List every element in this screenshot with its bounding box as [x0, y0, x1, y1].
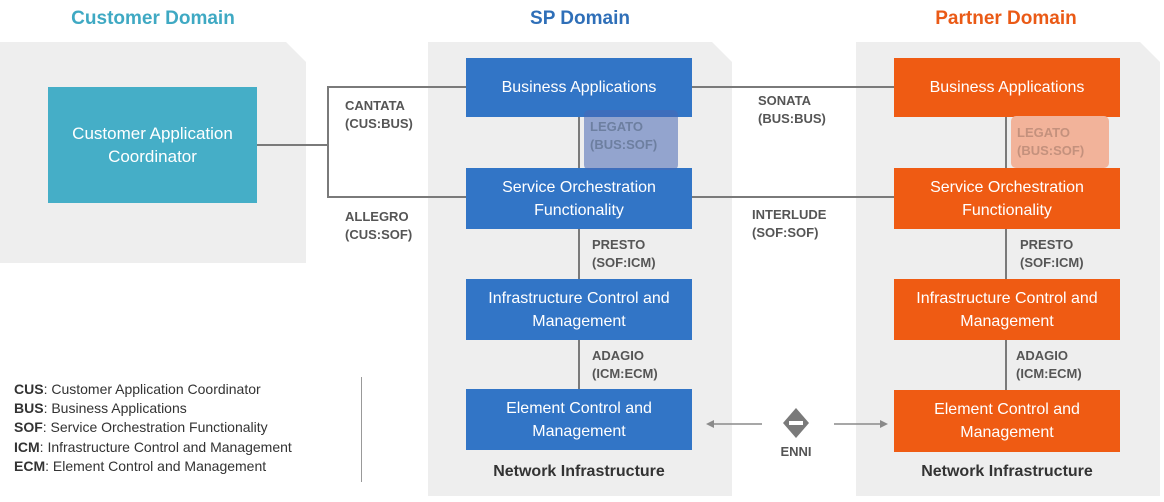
partner-legato-line [1005, 116, 1007, 168]
legend-desc: : Service Orchestration Functionality [42, 419, 268, 436]
partner-service-orchestration-box: Service Orchestration Functionality [894, 168, 1120, 229]
interlude-name: INTERLUDE [752, 207, 827, 222]
allegro-line [327, 196, 467, 198]
customer-domain-title: Customer Domain [71, 8, 235, 29]
legend-item-bus: BUS: Business Applications [14, 399, 292, 418]
legend-desc: : Element Control and Management [45, 457, 267, 474]
sp-business-applications-box: Business Applications [466, 58, 692, 117]
allegro-label: ALLEGRO (CUS:SOF) [345, 208, 412, 244]
partner-presto-label: PRESTO (SOF:ICM) [1020, 236, 1084, 272]
sp-domain-title: SP Domain [530, 8, 630, 29]
partner-legato-label: LEGATO (BUS:SOF) [1011, 116, 1109, 168]
sonata-name: SONATA [758, 93, 811, 108]
sp-adagio-label: ADAGIO (ICM:ECM) [592, 347, 658, 383]
customer-connector-line [256, 144, 328, 146]
partner-business-applications-box: Business Applications [894, 58, 1120, 117]
sonata-line [691, 86, 895, 88]
partner-adagio-line [1005, 339, 1007, 390]
sp-presto-code: (SOF:ICM) [592, 255, 656, 270]
enni-diamond-icon [783, 408, 809, 438]
partner-adagio-name: ADAGIO [1016, 348, 1068, 363]
enni-left-arrowhead [706, 420, 714, 428]
legend-desc: : Infrastructure Control and Management [39, 438, 292, 455]
partner-domain-title: Partner Domain [935, 8, 1077, 29]
sp-element-control-box: Element Control and Management [466, 389, 692, 450]
enni-arrows [706, 420, 888, 428]
partner-adagio-code: (ICM:ECM) [1016, 366, 1082, 381]
cantata-line [327, 86, 467, 88]
sp-presto-line [578, 228, 580, 280]
allegro-name: ALLEGRO [345, 209, 409, 224]
legend-abbr: SOF [14, 419, 43, 436]
sp-presto-label: PRESTO (SOF:ICM) [592, 236, 656, 272]
interlude-line [691, 196, 895, 198]
partner-presto-line [1005, 228, 1007, 280]
customer-application-coordinator-box: Customer Application Coordinator [48, 87, 257, 203]
cantata-name: CANTATA [345, 98, 405, 113]
cantata-label: CANTATA (CUS:BUS) [345, 97, 413, 133]
sp-adagio-name: ADAGIO [592, 348, 644, 363]
enni-right-arrowhead [880, 420, 888, 428]
partner-adagio-label: ADAGIO (ICM:ECM) [1016, 347, 1082, 383]
customer-split-line [327, 86, 329, 198]
sp-infrastructure-control-box: Infrastructure Control and Management [466, 279, 692, 340]
partner-element-control-box: Element Control and Management [894, 390, 1120, 452]
enni-label: ENNI [780, 444, 812, 459]
legend-abbr: ICM [14, 438, 40, 455]
legend-abbr: CUS [14, 381, 44, 397]
interlude-label: INTERLUDE (SOF:SOF) [752, 206, 826, 242]
legend-item-ecm: ECM: Element Control and Management [14, 457, 292, 476]
sp-presto-name: PRESTO [592, 237, 646, 252]
sonata-code: (BUS:BUS) [758, 111, 826, 126]
interlude-code: (SOF:SOF) [752, 225, 819, 240]
legend-desc: : Business Applications [43, 400, 187, 417]
partner-network-infrastructure-label: Network Infrastructure [921, 463, 1093, 480]
sp-legato-name: LEGATO [590, 119, 643, 134]
legend-abbr: ECM [14, 457, 46, 474]
partner-legato-name: LEGATO [1017, 125, 1070, 140]
sp-legato-label: LEGATO (BUS:SOF) [584, 110, 678, 170]
legend: CUS: Customer Application Coordinator BU… [14, 380, 292, 476]
sp-adagio-code: (ICM:ECM) [592, 366, 658, 381]
sp-legato-line [578, 116, 580, 168]
sonata-label: SONATA (BUS:BUS) [758, 92, 826, 128]
sp-network-infrastructure-label: Network Infrastructure [493, 463, 665, 480]
cantata-code: (CUS:BUS) [345, 116, 413, 131]
sp-legato-code: (BUS:SOF) [590, 137, 658, 152]
sp-adagio-line [578, 339, 580, 390]
sp-service-orchestration-box: Service Orchestration Functionality [466, 168, 692, 229]
legend-item-cus: CUS: Customer Application Coordinator [14, 380, 292, 399]
partner-presto-code: (SOF:ICM) [1020, 255, 1084, 270]
partner-presto-name: PRESTO [1020, 237, 1074, 252]
legend-desc: : Customer Application Coordinator [43, 381, 261, 397]
legend-item-sof: SOF: Service Orchestration Functionality [14, 418, 292, 437]
legend-divider [361, 377, 362, 482]
allegro-code: (CUS:SOF) [345, 227, 413, 242]
partner-legato-code: (BUS:SOF) [1017, 143, 1085, 158]
legend-abbr: BUS [14, 400, 44, 417]
partner-infrastructure-control-box: Infrastructure Control and Management [894, 279, 1120, 340]
legend-item-icm: ICM: Infrastructure Control and Manageme… [14, 438, 292, 457]
